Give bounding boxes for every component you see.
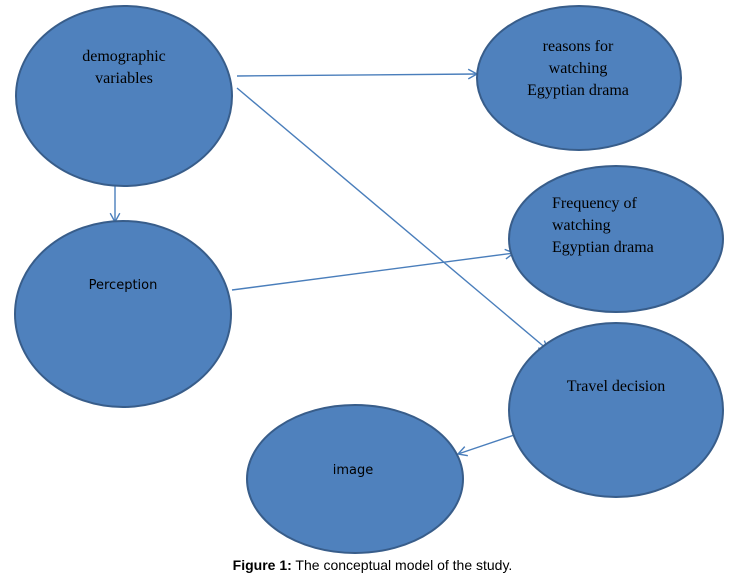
node-demographic: demographic variables — [15, 5, 233, 187]
edge-perception-to-frequency — [231, 248, 516, 291]
node-label-image: image — [333, 463, 374, 478]
edge-travel-to-image — [456, 431, 524, 457]
node-label-line: Egyptian drama — [527, 82, 629, 99]
node-label-line: variables — [95, 70, 153, 87]
caption-text: The conceptual model of the study. — [291, 557, 513, 573]
node-image: image — [246, 404, 464, 554]
node-label-line: image — [333, 463, 374, 478]
edge-line — [236, 87, 549, 351]
edge-line — [231, 252, 515, 291]
node-label-line: Egyptian drama — [552, 239, 654, 256]
node-ellipse-image — [246, 404, 464, 554]
node-label-line: reasons for — [543, 38, 614, 55]
node-label-line: Travel decision — [567, 378, 666, 395]
node-ellipse-reasons — [476, 5, 682, 151]
node-travel: Travel decision — [508, 322, 724, 498]
node-label-line: Perception — [89, 278, 158, 293]
node-ellipse-perception — [14, 220, 232, 408]
node-perception: Perception — [14, 220, 232, 408]
edge-line — [457, 431, 524, 455]
node-ellipse-demographic — [15, 5, 233, 187]
node-label-demographic: demographic variables — [82, 48, 166, 87]
edge-demographic-to-travel — [236, 87, 550, 351]
node-label-travel: Travel decision — [567, 378, 666, 395]
figure-caption: Figure 1: The conceptual model of the st… — [0, 557, 745, 573]
node-ellipse-frequency — [508, 165, 724, 313]
node-label-line: Frequency of — [552, 195, 638, 212]
node-label-line: watching — [552, 217, 611, 234]
node-label-line: watching — [549, 60, 608, 77]
node-label-perception: Perception — [89, 278, 158, 293]
caption-label: Figure 1: — [232, 557, 292, 573]
node-label-line: demographic — [82, 48, 166, 65]
node-ellipse-travel — [508, 322, 724, 498]
edge-line — [236, 73, 478, 77]
edge-demographic-to-reasons — [236, 68, 479, 80]
arrowhead-icon — [456, 446, 468, 457]
